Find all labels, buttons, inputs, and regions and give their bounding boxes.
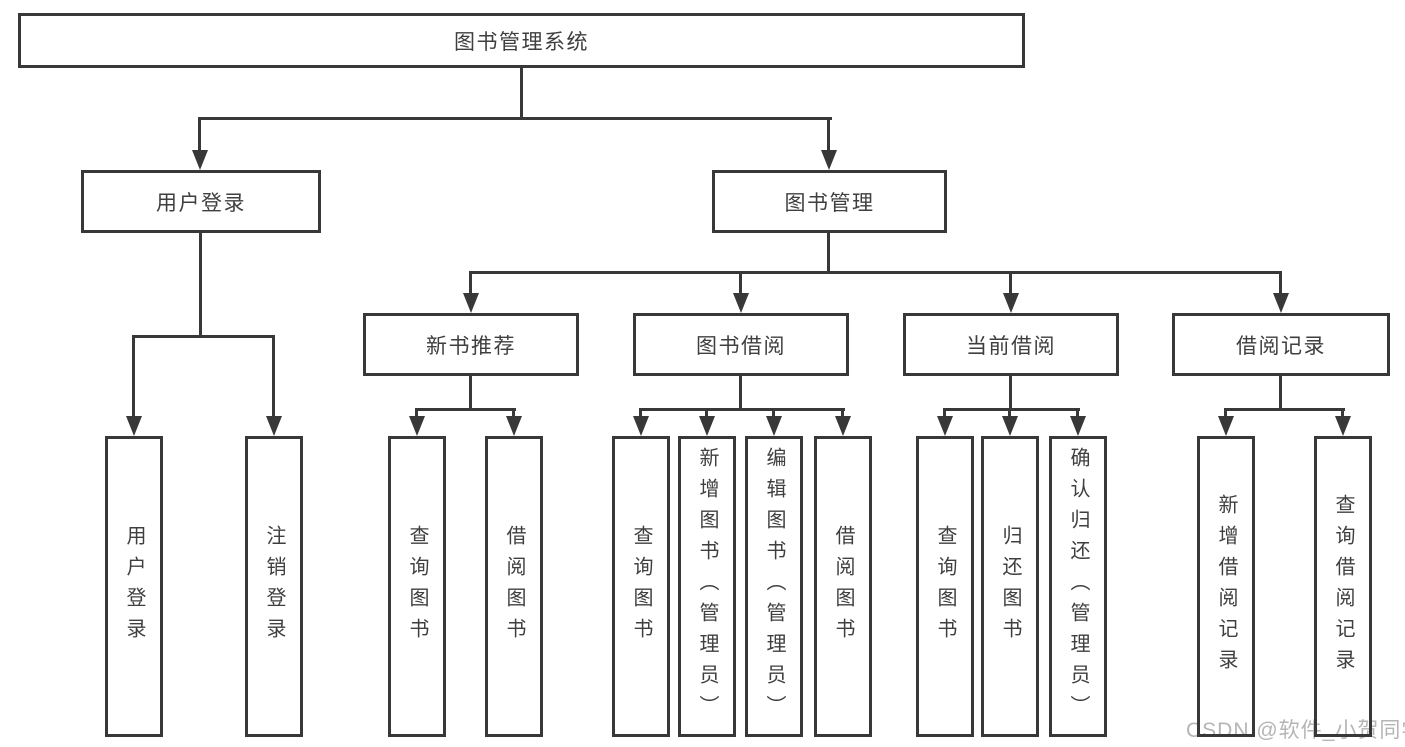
connector-line <box>132 335 135 418</box>
node-root: 图书管理系统 <box>18 13 1025 68</box>
connector-line <box>469 376 472 411</box>
connector-arrow <box>733 293 749 313</box>
connector-line <box>1224 408 1345 411</box>
leaf-edit-books-admin: 编辑图书（管理员） <box>745 436 803 737</box>
node-borrowing-records: 借阅记录 <box>1172 313 1390 376</box>
connector-arrow <box>1273 293 1289 313</box>
connector-arrow <box>835 416 851 436</box>
connector-line <box>132 335 275 338</box>
leaf-query-books-current: 查询图书 <box>916 436 974 737</box>
connector-arrow <box>821 150 837 170</box>
connector-line <box>1076 408 1079 418</box>
connector-line <box>827 233 830 274</box>
connector-arrow <box>266 416 282 436</box>
connector-line <box>199 233 202 335</box>
connector-line <box>705 408 708 418</box>
node-new-book-recommendation: 新书推荐 <box>363 313 579 376</box>
connector-line <box>520 68 523 117</box>
node-book-borrowing: 图书借阅 <box>633 313 849 376</box>
connector-arrow <box>506 416 522 436</box>
connector-line <box>415 408 418 418</box>
connector-line <box>1279 376 1282 411</box>
connector-line <box>1341 408 1344 418</box>
connector-arrow <box>1335 416 1351 436</box>
connector-arrow <box>1070 416 1086 436</box>
connector-line <box>1279 271 1282 295</box>
connector-line <box>841 408 844 418</box>
connector-arrow <box>937 416 953 436</box>
connector-line <box>1224 408 1227 418</box>
connector-arrow <box>699 416 715 436</box>
connector-arrow <box>126 416 142 436</box>
leaf-query-books-borrowing: 查询图书 <box>612 436 670 737</box>
connector-line <box>772 408 775 418</box>
connector-line <box>943 408 946 418</box>
leaf-borrow-books-borrowing: 借阅图书 <box>814 436 872 737</box>
leaf-add-borrow-record: 新增借阅记录 <box>1197 436 1255 737</box>
node-new-book-recommendation-label: 新书推荐 <box>426 334 516 358</box>
leaf-logout: 注销登录 <box>245 436 303 737</box>
connector-line <box>1008 408 1011 418</box>
node-book-borrowing-label: 图书借阅 <box>696 334 786 358</box>
connector-line <box>198 117 201 152</box>
connector-arrow <box>409 416 425 436</box>
connector-arrow <box>766 416 782 436</box>
node-borrowing-records-label: 借阅记录 <box>1236 334 1326 358</box>
node-root-label: 图书管理系统 <box>454 30 589 54</box>
connector-line <box>1009 376 1012 411</box>
connector-line <box>943 408 1080 411</box>
connector-arrow <box>633 416 649 436</box>
node-book-management: 图书管理 <box>712 170 947 233</box>
leaf-user-login: 用户登录 <box>105 436 163 737</box>
node-book-management-label: 图书管理 <box>784 191 875 215</box>
connector-line <box>639 408 642 418</box>
node-current-borrowing: 当前借阅 <box>903 313 1119 376</box>
leaf-query-books-recommend: 查询图书 <box>388 436 446 737</box>
connector-line <box>827 117 830 152</box>
leaf-query-borrow-record: 查询借阅记录 <box>1314 436 1372 737</box>
connector-line <box>198 117 832 120</box>
connector-line <box>415 408 516 411</box>
connector-line <box>739 376 742 411</box>
node-current-borrowing-label: 当前借阅 <box>966 334 1056 358</box>
leaf-return-books: 归还图书 <box>981 436 1039 737</box>
connector-line <box>1009 271 1012 295</box>
connector-line <box>469 271 472 295</box>
leaf-borrow-books-recommend: 借阅图书 <box>485 436 543 737</box>
connector-line <box>739 271 742 295</box>
connector-arrow <box>1218 416 1234 436</box>
connector-line <box>512 408 515 418</box>
leaf-confirm-return-admin: 确认归还（管理员） <box>1049 436 1107 737</box>
connector-arrow <box>1002 416 1018 436</box>
node-user-login-label: 用户登录 <box>156 191 246 215</box>
node-user-login: 用户登录 <box>81 170 321 233</box>
connector-line <box>639 408 845 411</box>
connector-line <box>272 335 275 418</box>
connector-line <box>469 271 1282 274</box>
leaf-add-books-admin: 新增图书（管理员） <box>678 436 736 737</box>
connector-arrow <box>1003 293 1019 313</box>
connector-arrow <box>192 150 208 170</box>
connector-arrow <box>463 293 479 313</box>
